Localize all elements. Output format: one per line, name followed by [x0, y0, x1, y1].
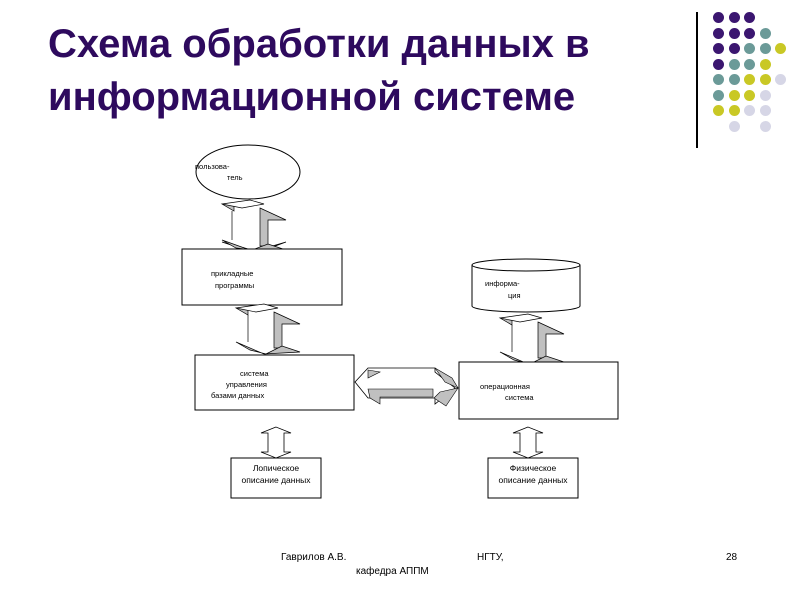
decorative-dot	[713, 12, 724, 23]
decorative-dot	[744, 12, 755, 23]
logical-box	[230, 457, 322, 499]
arrow-user-apps	[220, 199, 287, 253]
os-box	[458, 361, 619, 420]
decorative-dot	[728, 58, 740, 70]
decorative-dot	[728, 105, 740, 116]
decorative-dot	[744, 105, 755, 116]
user-label-line-2: тель	[227, 173, 243, 182]
decorative-dot	[728, 89, 740, 101]
info-label-line-1: информа-	[485, 279, 520, 288]
os-label-line-2: система	[505, 393, 534, 402]
decorative-dot	[713, 89, 724, 101]
physical-label-line-2: описание данных	[498, 475, 568, 485]
decorative-dot	[744, 43, 755, 54]
user-ellipse	[195, 144, 301, 200]
info-label-line-2: ция	[508, 291, 521, 300]
physical-label-line-1: Физическое	[509, 463, 557, 473]
apps-label-line-2: программы	[215, 281, 255, 290]
decorative-dot	[744, 89, 755, 101]
footer-page-number: 28	[726, 552, 738, 563]
physical-box	[487, 457, 579, 499]
decorative-dot	[759, 43, 771, 54]
decorative-dot	[728, 74, 740, 85]
logical-label-line-2: описание данных	[241, 475, 311, 485]
arrow-info-os	[498, 313, 565, 365]
arrow-apps-dbms	[234, 303, 301, 355]
decorative-dot	[744, 74, 755, 85]
decorative-divider	[696, 12, 698, 148]
decorative-dot	[759, 120, 771, 132]
decorative-dot	[775, 43, 786, 54]
decorative-dot	[759, 58, 771, 70]
decorative-dot	[713, 58, 724, 70]
dbms-label-line-1: система	[240, 369, 269, 378]
slide-title: Схема обработки данных в информационной …	[48, 18, 688, 124]
logical-label-line-1: Лопическое	[252, 463, 300, 473]
decorative-dot	[713, 74, 724, 85]
decorative-dot	[759, 105, 771, 116]
slide-title-line-1: Схема обработки данных в	[48, 22, 590, 66]
arrow-os-physical	[512, 426, 544, 459]
arrow-dbms-logical	[260, 426, 292, 459]
decorative-dot	[728, 43, 740, 54]
decorative-dot	[759, 74, 771, 85]
info-cylinder	[471, 258, 581, 313]
footer-department: кафедра АППМ	[356, 566, 429, 577]
decorative-dot	[775, 74, 786, 85]
apps-label-line-1: прикладные	[211, 269, 254, 278]
decorative-dot	[728, 120, 740, 132]
dbms-box	[194, 354, 355, 411]
os-label-line-1: операционная	[480, 382, 530, 391]
decorative-dot	[713, 105, 724, 116]
apps-box	[181, 248, 343, 306]
footer-author: Гаврилов А.В.	[281, 552, 347, 563]
slide-title-line-2: информационной системе	[48, 75, 576, 119]
arrow-dbms-os	[354, 367, 459, 407]
user-label-line-1: пользова-	[195, 162, 230, 171]
decorative-dot	[744, 27, 755, 39]
decorative-dot	[744, 58, 755, 70]
footer-university: НГТУ,	[477, 552, 504, 563]
decorative-dot	[759, 89, 771, 101]
dbms-label-line-3: базами данных	[211, 391, 265, 400]
dbms-label-line-2: управления	[226, 380, 267, 389]
decorative-dot	[728, 12, 740, 23]
decorative-dot	[713, 27, 724, 39]
decorative-dot	[759, 27, 771, 39]
decorative-dot	[728, 27, 740, 39]
decorative-dot	[713, 43, 724, 54]
